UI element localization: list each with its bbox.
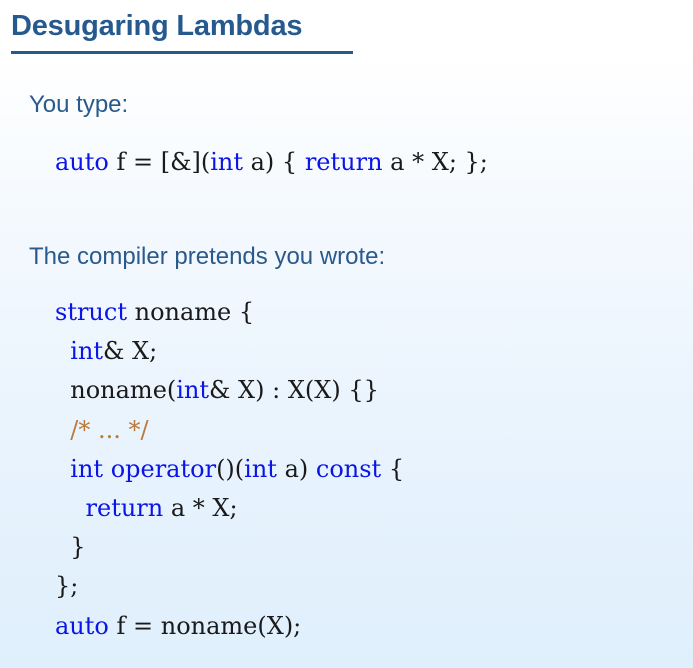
code-line: auto f = [&](int a) { return a * X; }; (55, 143, 488, 182)
code-text (55, 455, 70, 483)
code-text: }; (55, 572, 79, 601)
lambda-code-block: auto f = [&](int a) { return a * X; }; (55, 143, 488, 182)
code-keyword: int (176, 376, 210, 405)
code-line: /* ... */ (55, 411, 404, 450)
code-text: a * X; (163, 493, 238, 522)
code-text: f = [&]( (108, 148, 211, 176)
code-text: noname( (55, 376, 177, 405)
code-keyword: auto (55, 611, 109, 640)
code-text (55, 416, 70, 444)
code-text (103, 455, 111, 483)
code-keyword: int (210, 148, 243, 176)
code-line: struct noname { (55, 293, 404, 332)
code-keyword: auto (55, 148, 109, 176)
code-keyword: struct (55, 298, 127, 326)
code-text: ()( (216, 454, 245, 483)
code-text: f = noname(X); (108, 611, 302, 640)
code-text: } (55, 533, 86, 562)
code-line: } (55, 528, 404, 567)
code-keyword: return (85, 493, 164, 522)
slide-title: Desugaring Lambdas (11, 10, 303, 42)
title-underline (11, 51, 353, 54)
code-text: { (381, 454, 405, 483)
code-text: & X) : X(X) {} (209, 376, 379, 405)
code-line: int operator()(int a) const { (55, 450, 404, 489)
code-text: a) { (242, 148, 305, 176)
code-keyword: const (315, 454, 382, 483)
code-comment: /* ... */ (70, 415, 149, 444)
code-text (55, 494, 86, 522)
code-keyword: return (304, 148, 383, 176)
code-line: }; (55, 567, 404, 606)
desugared-code-block: struct noname { int& X; noname(int& X) :… (55, 293, 404, 646)
code-text: a) (276, 454, 316, 483)
code-text: a * X; }; (382, 148, 488, 176)
code-text (55, 337, 70, 365)
code-line: noname(int& X) : X(X) {} (55, 371, 404, 410)
code-line: return a * X; (55, 489, 404, 528)
code-text: & X; (103, 337, 158, 366)
code-keyword: int (244, 454, 277, 483)
code-text: noname { (126, 298, 255, 326)
you-type-label: You type: (29, 91, 129, 118)
code-line: int& X; (55, 332, 404, 371)
compiler-label: The compiler pretends you wrote: (29, 243, 386, 270)
code-keyword: int (70, 454, 104, 483)
code-keyword: int (70, 337, 104, 366)
code-keyword: operator (110, 454, 217, 483)
code-line: auto f = noname(X); (55, 607, 404, 646)
